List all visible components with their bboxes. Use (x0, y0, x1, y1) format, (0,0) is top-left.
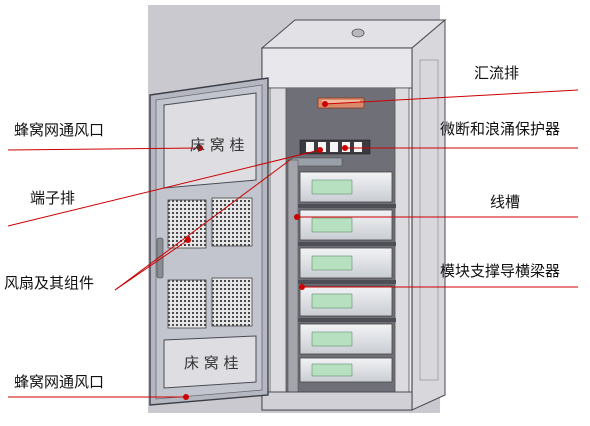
side-panel-detail (419, 59, 439, 381)
module-2-panel (311, 217, 353, 233)
dot-mcb (342, 145, 348, 151)
module-4-panel (311, 293, 353, 309)
fan-grill-2 (211, 197, 253, 247)
leader-busbar (324, 89, 579, 105)
fan-grill-3 (167, 279, 207, 329)
rectifier-modules (299, 171, 393, 383)
label-honeycomb-vent-top: 蜂窝网通风口 (14, 121, 105, 139)
leader-fan-short (114, 239, 189, 291)
door-panel-text-bottom: 床 窝 桂 (184, 354, 239, 372)
label-honeycomb-vent-bottom: 蜂窝网通风口 (14, 373, 105, 391)
beam-4 (296, 318, 396, 322)
mcb-5 (354, 142, 362, 152)
dot-honeycomb-bottom (183, 394, 189, 400)
top-plate (261, 47, 413, 89)
leader-lines (7, 89, 579, 398)
module-6-panel (311, 363, 353, 377)
dot-terminal-block (317, 147, 323, 153)
mcb-1 (306, 142, 314, 152)
label-terminal-block: 端子排 (30, 189, 76, 207)
left-post (269, 87, 287, 407)
dot-module-beam (299, 284, 305, 290)
label-busbar: 汇流排 (474, 64, 520, 82)
beam-2 (296, 242, 396, 246)
cable-trough (287, 159, 299, 396)
door-handle (156, 237, 164, 279)
mcb-2 (318, 142, 326, 152)
leader-honeycomb-top (7, 147, 201, 151)
module-3-panel (311, 255, 353, 271)
door-panel-text-top: 床 窝 桂 (190, 136, 245, 154)
right-post (394, 87, 410, 407)
lifting-eye (351, 28, 365, 38)
beam-1 (296, 204, 396, 208)
leader-dots (183, 101, 348, 400)
dot-busbar (322, 101, 328, 107)
beam-3 (296, 280, 396, 284)
leader-terminal-block (7, 149, 321, 227)
door-vent-top (163, 92, 257, 189)
module-1-panel (311, 179, 353, 195)
terminal-block-rail (291, 157, 343, 167)
module-5-panel (311, 331, 353, 347)
label-mcb-surge: 微断和浪涌保护器 (440, 120, 561, 138)
label-cable-trough: 线槽 (490, 193, 521, 211)
dot-fan (185, 237, 191, 243)
dot-trough (294, 214, 300, 220)
mcb-3 (330, 142, 338, 152)
label-module-beam: 模块支撑导横梁器 (440, 262, 561, 280)
leader-fan (114, 159, 291, 291)
fan-grill-4 (211, 277, 253, 327)
cabinet-base (261, 391, 413, 411)
busbar-highlight (322, 100, 360, 103)
label-fan-assembly: 风扇及其组件 (4, 274, 95, 292)
door-vent-bottom (163, 335, 257, 389)
cabinet-side (411, 18, 446, 411)
dot-honeycomb-top (197, 145, 203, 151)
